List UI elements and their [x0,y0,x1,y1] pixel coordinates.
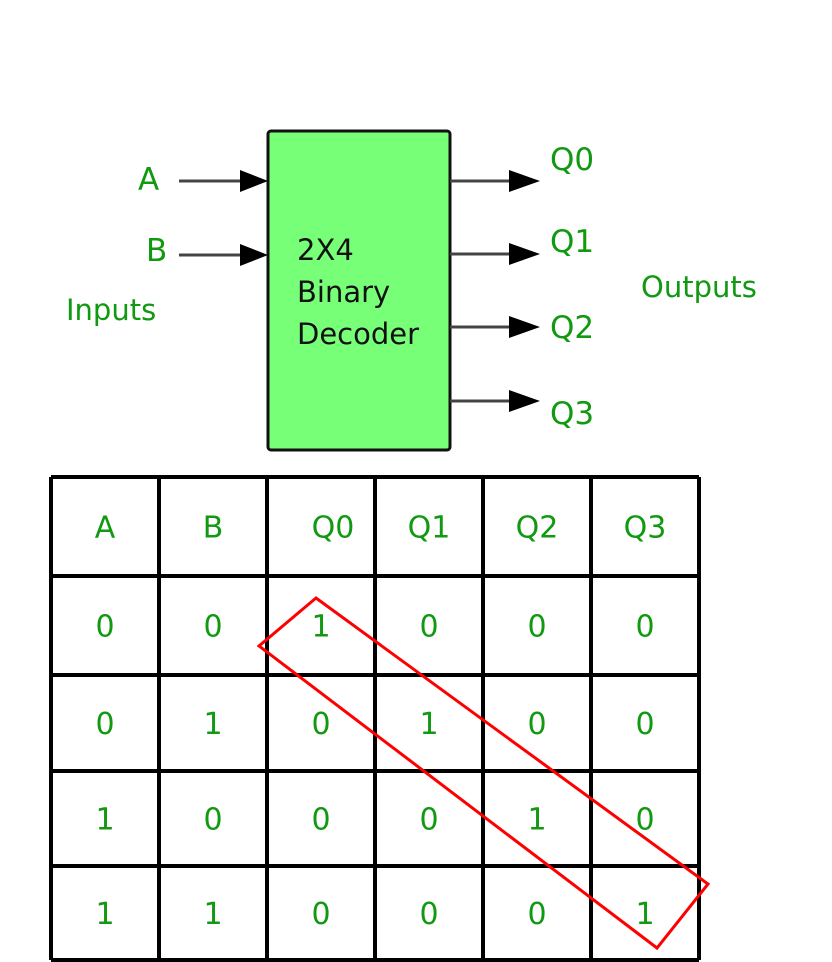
table-cell: 0 [635,610,654,645]
table-cell: 1 [203,897,222,932]
table-cell: 1 [203,707,222,742]
input-wire-b [179,244,268,266]
input-label-a: A [138,162,159,198]
table-header-cell: B [203,511,224,546]
table-header-cell: A [95,511,116,546]
output-label-q3: Q3 [550,396,594,432]
decoder-title-line2: Binary [297,275,390,309]
table-cell: 0 [311,897,330,932]
diagonal-highlight [256,596,711,951]
output-wire-q1 [450,243,540,265]
table-cell: 0 [527,610,546,645]
decoder-block [266,129,452,452]
table-cell: 0 [95,610,114,645]
table-cell: 0 [203,610,222,645]
input-label-b: B [146,233,167,269]
table-cell: 1 [95,897,114,932]
decoder-title-line1: 2X4 [297,233,354,267]
table-cell: 0 [527,897,546,932]
table-cell: 1 [311,610,330,645]
output-wire-q2 [450,316,540,338]
output-label-q1: Q1 [550,224,594,260]
table-cell: 0 [311,803,330,838]
table-cell: 0 [203,803,222,838]
output-label-q2: Q2 [550,310,594,346]
table-cell: 1 [95,803,114,838]
output-wire-q3 [450,390,540,412]
truth-table-cells: A B Q0 Q1 Q2 Q3 0 0 1 0 0 0 0 1 0 1 0 0 1 0 0 0 1 0 1 1 0 0 0 1 [95,511,667,933]
output-wire-q0 [450,170,540,192]
table-cell: 0 [419,610,438,645]
output-label-q0: Q0 [550,142,594,178]
outputs-label: Outputs [641,270,757,304]
table-cell: 0 [419,803,438,838]
truth-table [49,475,701,962]
table-cell: 1 [635,897,654,932]
inputs-label: Inputs [66,293,156,327]
table-cell: 0 [95,707,114,742]
table-cell: 0 [311,707,330,742]
table-cell: 0 [635,803,654,838]
table-cell: 0 [635,707,654,742]
table-header-cell: Q2 [516,511,559,546]
table-cell: 0 [419,897,438,932]
decoder-title-line3: Decoder [297,317,419,351]
table-header-cell: Q3 [624,511,667,546]
table-header-cell: Q1 [408,511,451,546]
table-header-cell: Q0 [312,511,355,546]
table-cell: 1 [419,707,438,742]
table-cell: 0 [527,707,546,742]
table-cell: 1 [527,803,546,838]
input-wire-a [179,170,268,192]
